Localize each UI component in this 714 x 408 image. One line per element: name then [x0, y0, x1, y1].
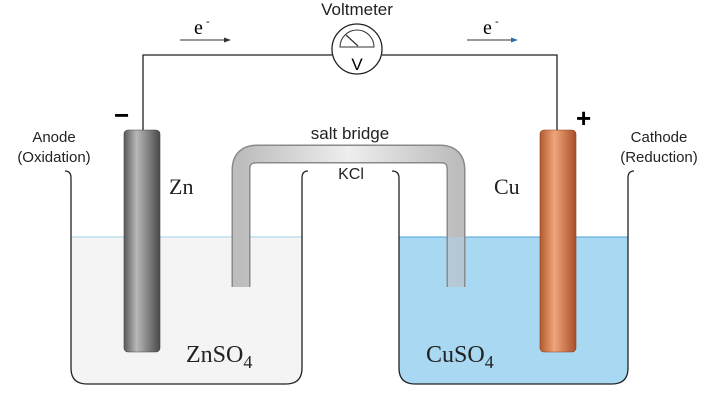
cathode-process-label: (Reduction)	[620, 149, 698, 166]
anode-process-label: (Oxidation)	[17, 149, 90, 166]
right-beaker	[391, 170, 635, 385]
zinc-sulfate-label: ZnSO4	[186, 342, 252, 372]
anode-label: Anode	[32, 129, 75, 146]
copper-label: Cu	[494, 174, 520, 199]
salt-bridge-fill	[233, 146, 464, 287]
electron-charge-right: -	[495, 16, 499, 28]
zinc-electrode	[123, 129, 161, 353]
positive-terminal-sign: +	[576, 103, 591, 133]
copper-sulfate-label: CuSO4	[426, 342, 494, 372]
copper-electrode	[539, 129, 577, 353]
left-beaker	[64, 170, 309, 385]
external-wire-left	[142, 54, 332, 130]
kcl-label: KCl	[338, 166, 364, 183]
voltmeter-label: Voltmeter	[321, 0, 393, 19]
electron-label-right: e	[483, 17, 492, 39]
voltmeter-symbol: V	[351, 55, 363, 74]
electron-label-left: e	[194, 17, 203, 39]
cathode-label: Cathode	[631, 129, 688, 146]
voltmeter: V	[331, 23, 383, 75]
salt-bridge-immersed-part	[448, 237, 464, 287]
negative-terminal-sign: −	[114, 100, 129, 130]
electron-charge-left: -	[206, 16, 210, 28]
salt-bridge-label: salt bridge	[311, 124, 389, 143]
voltmeter-needle	[345, 34, 359, 47]
zinc-label: Zn	[169, 174, 193, 199]
external-wire-right	[382, 54, 558, 130]
